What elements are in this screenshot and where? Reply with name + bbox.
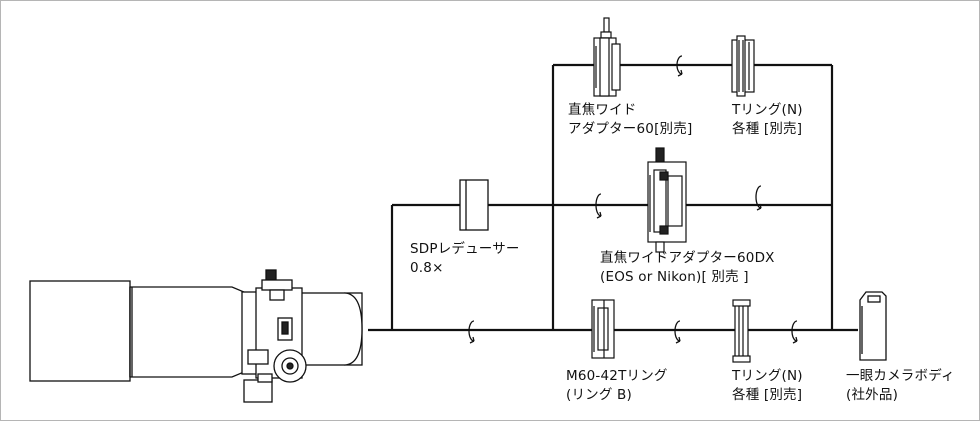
- rotation-arrow-icon: [595, 193, 602, 219]
- wide-adapter-60dx: [647, 147, 687, 253]
- label-sdp-reducer: SDPレデューサー 0.8×: [410, 241, 520, 276]
- label-t-ring-top: Tリング(N) 各種 [別売]: [732, 102, 803, 137]
- t-ring-bottom: [732, 299, 751, 363]
- label-wide-adapter-60: 直焦ワイド アダプター60[別売]: [568, 102, 693, 137]
- label-wide-adapter-60dx: 直焦ワイドアダプター60DX (EOS or Nikon)[ 別売 ]: [600, 250, 775, 285]
- rotation-arrow-icon: [791, 320, 798, 344]
- telescope: [29, 269, 363, 403]
- connection-lines: [368, 63, 858, 332]
- label-camera-body: 一眼カメラボディ (社外品): [846, 368, 955, 403]
- m60-42-t-ring: [591, 299, 615, 359]
- wide-adapter-60: [593, 17, 621, 97]
- label-m60-42-t-ring: M60-42Tリング (リング B): [566, 368, 668, 403]
- rotation-arrows: [468, 55, 798, 344]
- sdp-reducer: [459, 179, 489, 231]
- rotation-arrow-icon: [676, 55, 683, 77]
- rotation-arrow-icon: [755, 185, 762, 211]
- camera-body: [859, 291, 887, 361]
- label-t-ring-bottom: Tリング(N) 各種 [別売]: [732, 368, 803, 403]
- t-ring-top: [731, 35, 755, 97]
- rotation-arrow-icon: [674, 320, 681, 344]
- rotation-arrow-icon: [468, 320, 475, 344]
